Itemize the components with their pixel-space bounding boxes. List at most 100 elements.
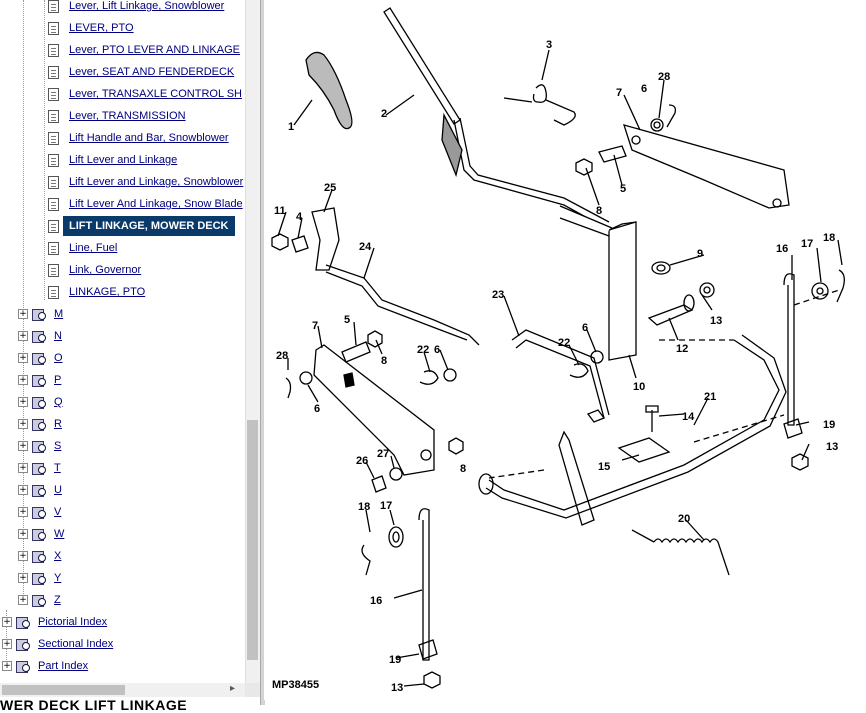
expand-icon[interactable]: + [18, 529, 28, 539]
tree-letter-node[interactable]: +R [18, 413, 62, 435]
document-icon [48, 263, 59, 277]
tree-letter-label[interactable]: P [54, 374, 62, 386]
tree-letter-label[interactable]: O [54, 352, 63, 364]
tree-doc-label[interactable]: Lever, TRANSAXLE CONTROL SH [69, 88, 242, 100]
tree-doc-item[interactable]: Lever, TRANSMISSION [48, 105, 186, 127]
tree-letter-node[interactable]: +W [18, 523, 64, 545]
tree-letter-node[interactable]: +P [18, 369, 61, 391]
tree-letter-label[interactable]: Y [54, 572, 62, 584]
document-icon [48, 153, 59, 167]
tree-doc-item[interactable]: Lift Lever and Linkage, Snowblower [48, 171, 243, 193]
tree-doc-item[interactable]: Lift Lever and Linkage [48, 149, 177, 171]
tree-letter-label[interactable]: N [54, 330, 62, 342]
expand-icon[interactable]: + [2, 639, 12, 649]
expand-icon[interactable]: + [2, 617, 12, 627]
expand-icon[interactable]: + [18, 375, 28, 385]
expand-icon[interactable]: + [18, 595, 28, 605]
tree-doc-item-selected[interactable]: LIFT LINKAGE, MOWER DECK [48, 215, 235, 237]
tree-letter-node[interactable]: +S [18, 435, 61, 457]
tree-doc-item[interactable]: Line, Fuel [48, 237, 117, 259]
callout-label: 28 [276, 350, 288, 362]
tree-doc-label-selected[interactable]: LIFT LINKAGE, MOWER DECK [63, 216, 235, 236]
tree-index-node[interactable]: + Part Index [2, 655, 88, 677]
callout-label: 4 [296, 211, 303, 223]
tree-doc-label[interactable]: Line, Fuel [69, 242, 118, 254]
tree-doc-item[interactable]: Lift Handle and Bar, Snowblower [48, 127, 229, 149]
expand-icon[interactable]: + [18, 573, 28, 583]
pane-splitter[interactable] [260, 0, 265, 705]
callout-label: 11 [274, 205, 286, 217]
book-search-icon [32, 330, 46, 343]
tree-letter-label[interactable]: T [54, 462, 61, 474]
tree-letter-label[interactable]: U [54, 484, 62, 496]
book-search-icon [32, 440, 46, 453]
callout-label: 9 [697, 248, 703, 260]
expand-icon[interactable]: + [18, 309, 28, 319]
exploded-parts-diagram: 1 2 3 28 6 7 5 8 11 4 25 24 9 16 17 18 1… [264, 0, 866, 700]
document-icon [48, 197, 59, 211]
tree-letter-node[interactable]: +U [18, 479, 62, 501]
tree-doc-item[interactable]: Lever, TRANSAXLE CONTROL SH [48, 83, 242, 105]
tree-letter-label[interactable]: X [54, 550, 62, 562]
callout-label: 1 [288, 121, 294, 133]
tree-index-label[interactable]: Pictorial Index [38, 616, 108, 628]
tree-doc-item[interactable]: Lever, SEAT AND FENDERDECK [48, 61, 234, 83]
tree-letter-node[interactable]: +X [18, 545, 61, 567]
tree-letter-node[interactable]: +Y [18, 567, 61, 589]
tree-doc-label[interactable]: Lever, TRANSMISSION [69, 110, 186, 122]
tree-doc-label[interactable]: Lift Handle and Bar, Snowblower [69, 132, 229, 144]
callout-label: 3 [546, 39, 552, 51]
tree-letter-node[interactable]: +N [18, 325, 62, 347]
tree-doc-label[interactable]: Lever, PTO LEVER AND LINKAGE [69, 44, 240, 56]
tree-index-label[interactable]: Part Index [38, 660, 89, 672]
tree-doc-label[interactable]: Lift Lever and Linkage, Snowblower [69, 176, 244, 188]
tree-doc-label[interactable]: Lever, Lift Linkage, Snowblower [69, 0, 225, 12]
tree-doc-item[interactable]: LINKAGE, PTO [48, 281, 145, 303]
tree-doc-label[interactable]: Lift Lever And Linkage, Snow Blade [69, 198, 243, 210]
tree-letter-node[interactable]: +O [18, 347, 63, 369]
tree-letter-node[interactable]: +Q [18, 391, 63, 413]
tree-doc-label[interactable]: Lift Lever and Linkage [69, 154, 178, 166]
expand-icon[interactable]: + [18, 485, 28, 495]
tree-letter-node[interactable]: +T [18, 457, 61, 479]
callout-label: 13 [826, 441, 838, 453]
tree-doc-label[interactable]: Link, Governor [69, 264, 142, 276]
tree-letter-node[interactable]: +Z [18, 589, 61, 611]
expand-icon[interactable]: + [18, 353, 28, 363]
expand-icon[interactable]: + [18, 419, 28, 429]
expand-icon[interactable]: + [18, 507, 28, 517]
vertical-scroll-thumb[interactable] [247, 420, 258, 660]
tree-letter-label[interactable]: M [54, 308, 64, 320]
expand-icon[interactable]: + [18, 397, 28, 407]
callout-label: 16 [370, 595, 382, 607]
expand-icon[interactable]: + [18, 551, 28, 561]
tree-letter-label[interactable]: Q [54, 396, 63, 408]
tree-index-node[interactable]: + Sectional Index [2, 633, 113, 655]
horizontal-scroll-thumb[interactable] [2, 685, 125, 695]
tree-doc-item[interactable]: LEVER, PTO [48, 17, 134, 39]
scroll-right-arrow-icon[interactable]: ▸ [230, 683, 236, 694]
tree-letter-node[interactable]: +M [18, 303, 63, 325]
expand-icon[interactable]: + [18, 441, 28, 451]
tree-letter-label[interactable]: W [54, 528, 65, 540]
tree-doc-item[interactable]: Lever, PTO LEVER AND LINKAGE [48, 39, 240, 61]
tree-index-node[interactable]: + Pictorial Index [2, 611, 107, 633]
tree-index-label[interactable]: Sectional Index [38, 638, 114, 650]
expand-icon[interactable]: + [18, 331, 28, 341]
tree-doc-label[interactable]: LINKAGE, PTO [69, 286, 146, 298]
tree-letter-label[interactable]: S [54, 440, 62, 452]
tree-doc-label[interactable]: Lever, SEAT AND FENDERDECK [69, 66, 235, 78]
document-icon [48, 21, 59, 35]
diagram-linework [271, 7, 845, 689]
tree-doc-label[interactable]: LEVER, PTO [69, 22, 134, 34]
callout-label: 6 [434, 344, 440, 356]
tree-doc-item[interactable]: Link, Governor [48, 259, 141, 281]
tree-letter-label[interactable]: V [54, 506, 62, 518]
tree-letter-label[interactable]: R [54, 418, 62, 430]
tree-doc-item[interactable]: Lever, Lift Linkage, Snowblower [48, 0, 224, 17]
tree-letter-node[interactable]: +V [18, 501, 61, 523]
tree-letter-label[interactable]: Z [54, 594, 61, 606]
tree-doc-item[interactable]: Lift Lever And Linkage, Snow Blade [48, 193, 243, 215]
expand-icon[interactable]: + [2, 661, 12, 671]
expand-icon[interactable]: + [18, 463, 28, 473]
